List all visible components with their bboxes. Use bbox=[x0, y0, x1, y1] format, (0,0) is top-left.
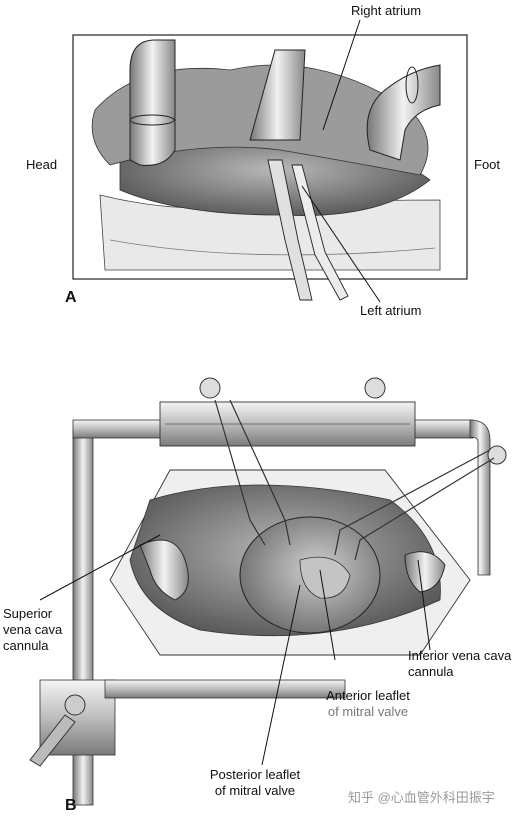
leader-ivc-cannula bbox=[417, 559, 431, 651]
leader-posterior-leaflet bbox=[261, 584, 301, 766]
label-posterior-line1: Posterior leaflet bbox=[209, 767, 301, 782]
label-posterior-line2: of mitral valve bbox=[214, 783, 296, 798]
watermark: 知乎 @心血管外科田振宇 bbox=[348, 790, 495, 805]
label-anterior-line2: of mitral valve bbox=[327, 704, 409, 719]
leader-right-atrium bbox=[322, 19, 361, 131]
label-foot: Foot bbox=[474, 157, 501, 172]
label-posterior-leaflet: Posterior leaflet of mitral valve bbox=[200, 767, 310, 799]
panel-a-letter: A bbox=[65, 289, 77, 306]
label-left-atrium: Left atrium bbox=[360, 303, 422, 318]
label-svc-line2: vena cava bbox=[3, 622, 63, 637]
label-anterior-line1: Anterior leaflet bbox=[326, 688, 410, 703]
panel-b-illustration bbox=[29, 377, 507, 806]
label-anterior-leaflet: Anterior leaflet of mitral valve bbox=[318, 688, 418, 720]
label-svc-line1: Superior bbox=[3, 606, 53, 621]
label-head: Head bbox=[26, 157, 58, 172]
leader-left-atrium bbox=[301, 185, 381, 303]
leader-anterior-leaflet bbox=[319, 569, 336, 661]
panel-a-illustration bbox=[72, 34, 468, 301]
label-ivc-line2: cannula bbox=[408, 664, 454, 679]
label-svc-cannula: Superior vena cava cannula bbox=[3, 606, 62, 654]
label-ivc-line1: Inferior vena cava bbox=[408, 648, 512, 663]
leader-svc-cannula bbox=[39, 534, 161, 601]
label-right-atrium: Right atrium bbox=[351, 3, 422, 18]
label-svc-line3: cannula bbox=[3, 638, 49, 653]
label-ivc-cannula: Inferior vena cava cannula bbox=[408, 648, 511, 680]
panel-b-letter: B bbox=[65, 797, 77, 814]
